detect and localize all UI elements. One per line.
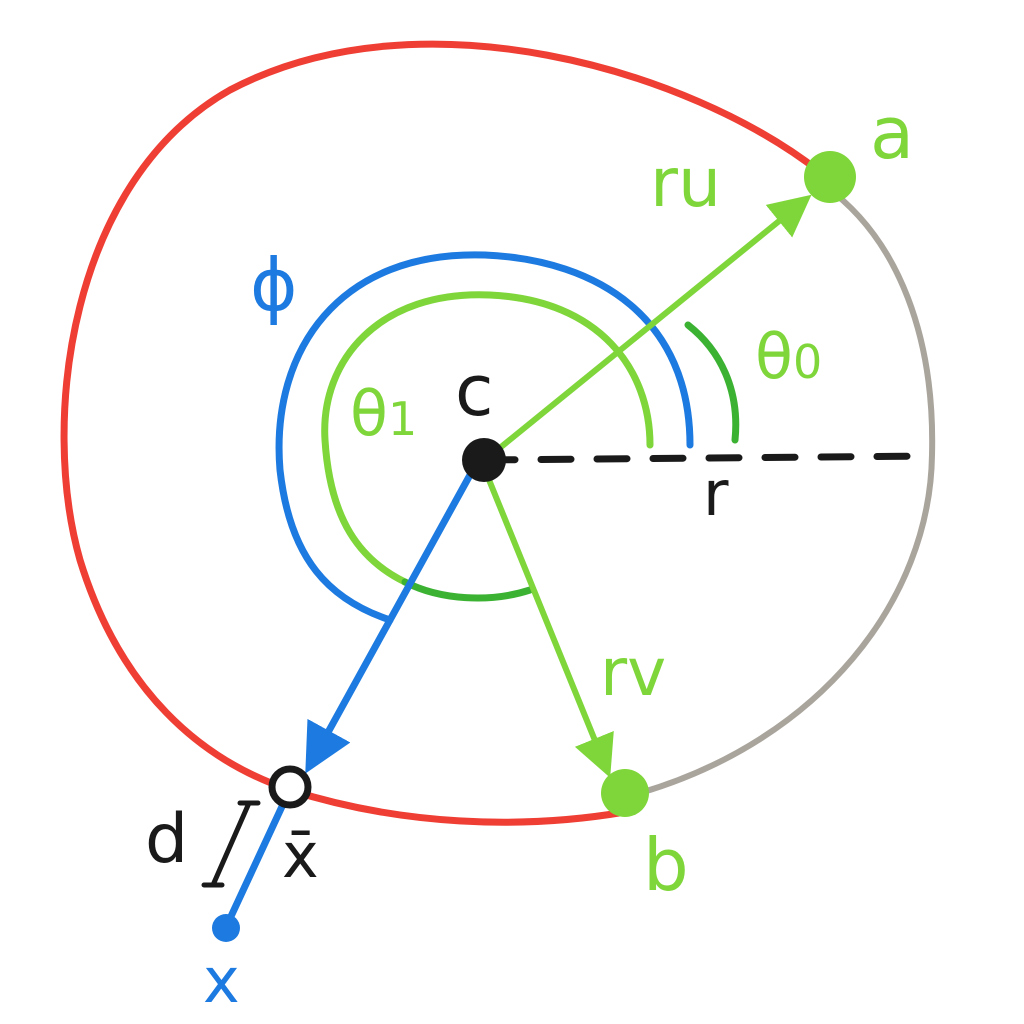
ru-vector: [482, 194, 812, 463]
rv-vector: [482, 467, 614, 778]
label-theta0-base: θ: [755, 320, 793, 393]
theta0-arc: [684, 321, 740, 444]
label-rv: rv: [600, 634, 666, 711]
xbar-vector: [305, 471, 474, 774]
label-a: a: [870, 91, 914, 175]
theta1-arc-bottom: [401, 578, 534, 602]
center-point: [462, 438, 506, 482]
point-a: [804, 151, 856, 203]
theta1-arc: [321, 291, 654, 586]
label-theta1-base: θ: [350, 377, 388, 450]
label-ru: ru: [650, 144, 721, 223]
outer-arc-gray: [637, 183, 936, 796]
phi-arc: [275, 251, 694, 624]
label-theta1-sub: 1: [388, 392, 417, 446]
label-d: d: [145, 800, 188, 879]
point-x: [212, 914, 240, 942]
label-theta0-sub: 0: [793, 335, 822, 389]
label-theta1: θ1: [350, 377, 417, 450]
label-phi: ϕ: [250, 243, 298, 327]
label-theta0: θ0: [755, 320, 822, 393]
label-xbar: x̄: [282, 819, 319, 892]
point-b: [601, 769, 649, 817]
label-r: r: [703, 457, 729, 530]
point-xbar: [268, 765, 312, 809]
d-bracket: [201, 800, 261, 888]
xbar-to-x-line: [223, 796, 289, 929]
label-b: b: [643, 823, 689, 907]
radius-dashed-line: [481, 452, 936, 464]
outer-arc-red: [60, 40, 824, 826]
label-c: c: [455, 350, 494, 432]
label-x: x: [203, 944, 240, 1017]
